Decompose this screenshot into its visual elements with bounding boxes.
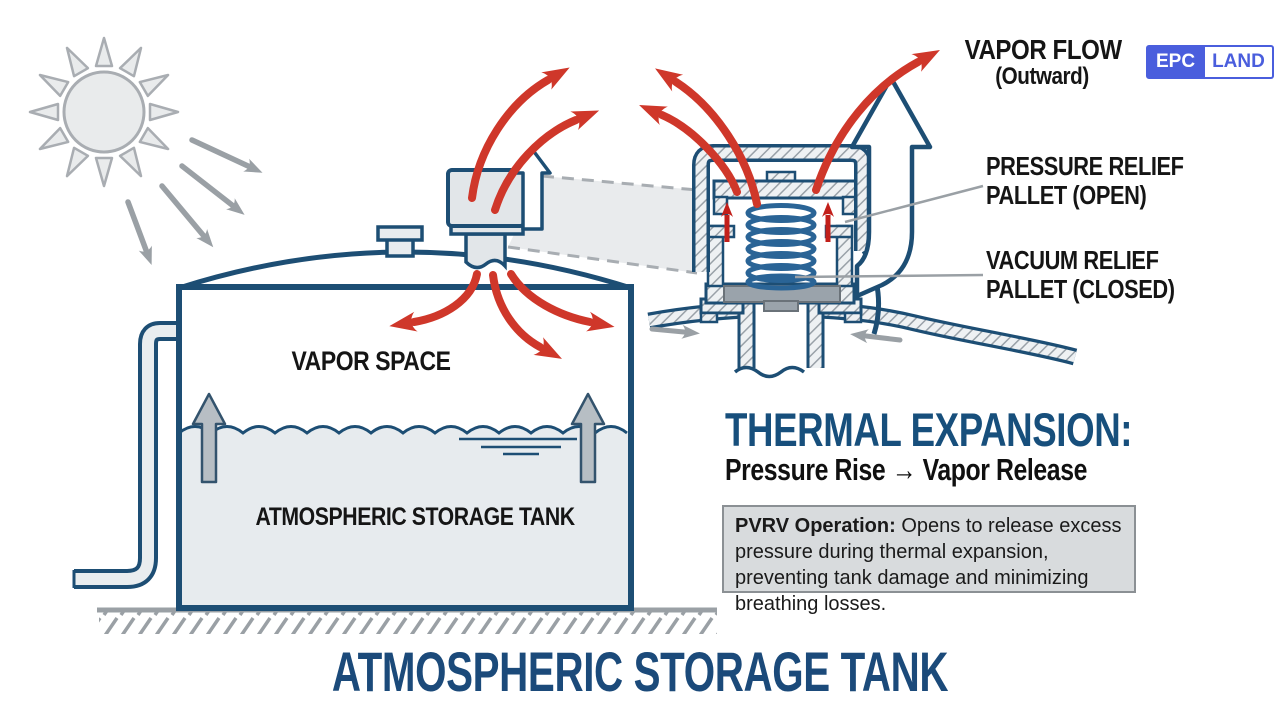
info-box-lead: PVRV Operation:	[735, 515, 896, 537]
tank-inner-label: ATMOSPHERIC STORAGE TANK	[255, 503, 576, 531]
logo-epc: EPC	[1146, 45, 1206, 79]
pipe-break-line	[733, 365, 806, 379]
inflow-arrows	[649, 324, 903, 344]
magnification-cone	[507, 174, 698, 275]
vapor-outflow-arrow-blue	[849, 75, 933, 299]
thermal-expansion-heading: THERMAL EXPANSION:	[725, 403, 1133, 456]
logo-land: LAND	[1205, 45, 1274, 79]
solar-radiation-arrows	[125, 137, 263, 265]
pvrv-detail	[639, 50, 1078, 380]
relief-flow-arrows	[721, 202, 834, 242]
sun-icon	[28, 36, 180, 188]
pressure-relief-line2: PALLET (OPEN)	[986, 180, 1147, 210]
tank-outline	[176, 284, 634, 611]
roof-nozzle	[376, 225, 424, 258]
pressure-relief-line1: PRESSURE RELIEF	[986, 151, 1184, 181]
valve-neck	[464, 232, 507, 271]
pressure-relief-callout: PRESSURE RELIEF PALLET (OPEN)	[986, 152, 1184, 210]
vapor-flow-line2: (Outward)	[995, 63, 1089, 90]
leader-lines	[794, 184, 984, 279]
pvrv-operation-info-box: PVRV Operation: Opens to release excess …	[722, 505, 1136, 615]
vacuum-relief-line2: PALLET (CLOSED)	[986, 274, 1175, 304]
ripple-lines	[459, 437, 577, 456]
valve-hood	[692, 144, 872, 272]
vapor-space-label: VAPOR SPACE	[291, 346, 451, 376]
epc-land-logo: EPC LAND	[1146, 45, 1274, 79]
valve-spring-icon	[745, 203, 817, 291]
liquid-level	[178, 425, 631, 606]
vapor-flow-callout: VAPOR FLOW (Outward)	[964, 34, 1123, 91]
storage-tank	[176, 225, 634, 611]
diagram-title: ATMOSPHERIC STORAGE TANK	[331, 640, 949, 703]
thermal-expansion-subtitle: Pressure Rise → Vapor Release	[725, 452, 1087, 487]
vapor-flow-line1: VAPOR FLOW	[964, 34, 1123, 65]
info-box-body: Opens to release excess pressure during …	[735, 515, 1122, 615]
vacuum-relief-callout: VACUUM RELIEF PALLET (CLOSED)	[986, 246, 1175, 304]
evaporation-arrows	[191, 392, 606, 484]
valve-nozzle	[699, 297, 863, 380]
ground-hatch	[97, 607, 717, 634]
hood-vapor-arrows-red	[639, 50, 940, 208]
fill-pipe	[72, 321, 178, 589]
vapor-flow-arrows-red	[389, 67, 615, 359]
vacuum-relief-line1: VACUUM RELIEF	[986, 245, 1159, 275]
